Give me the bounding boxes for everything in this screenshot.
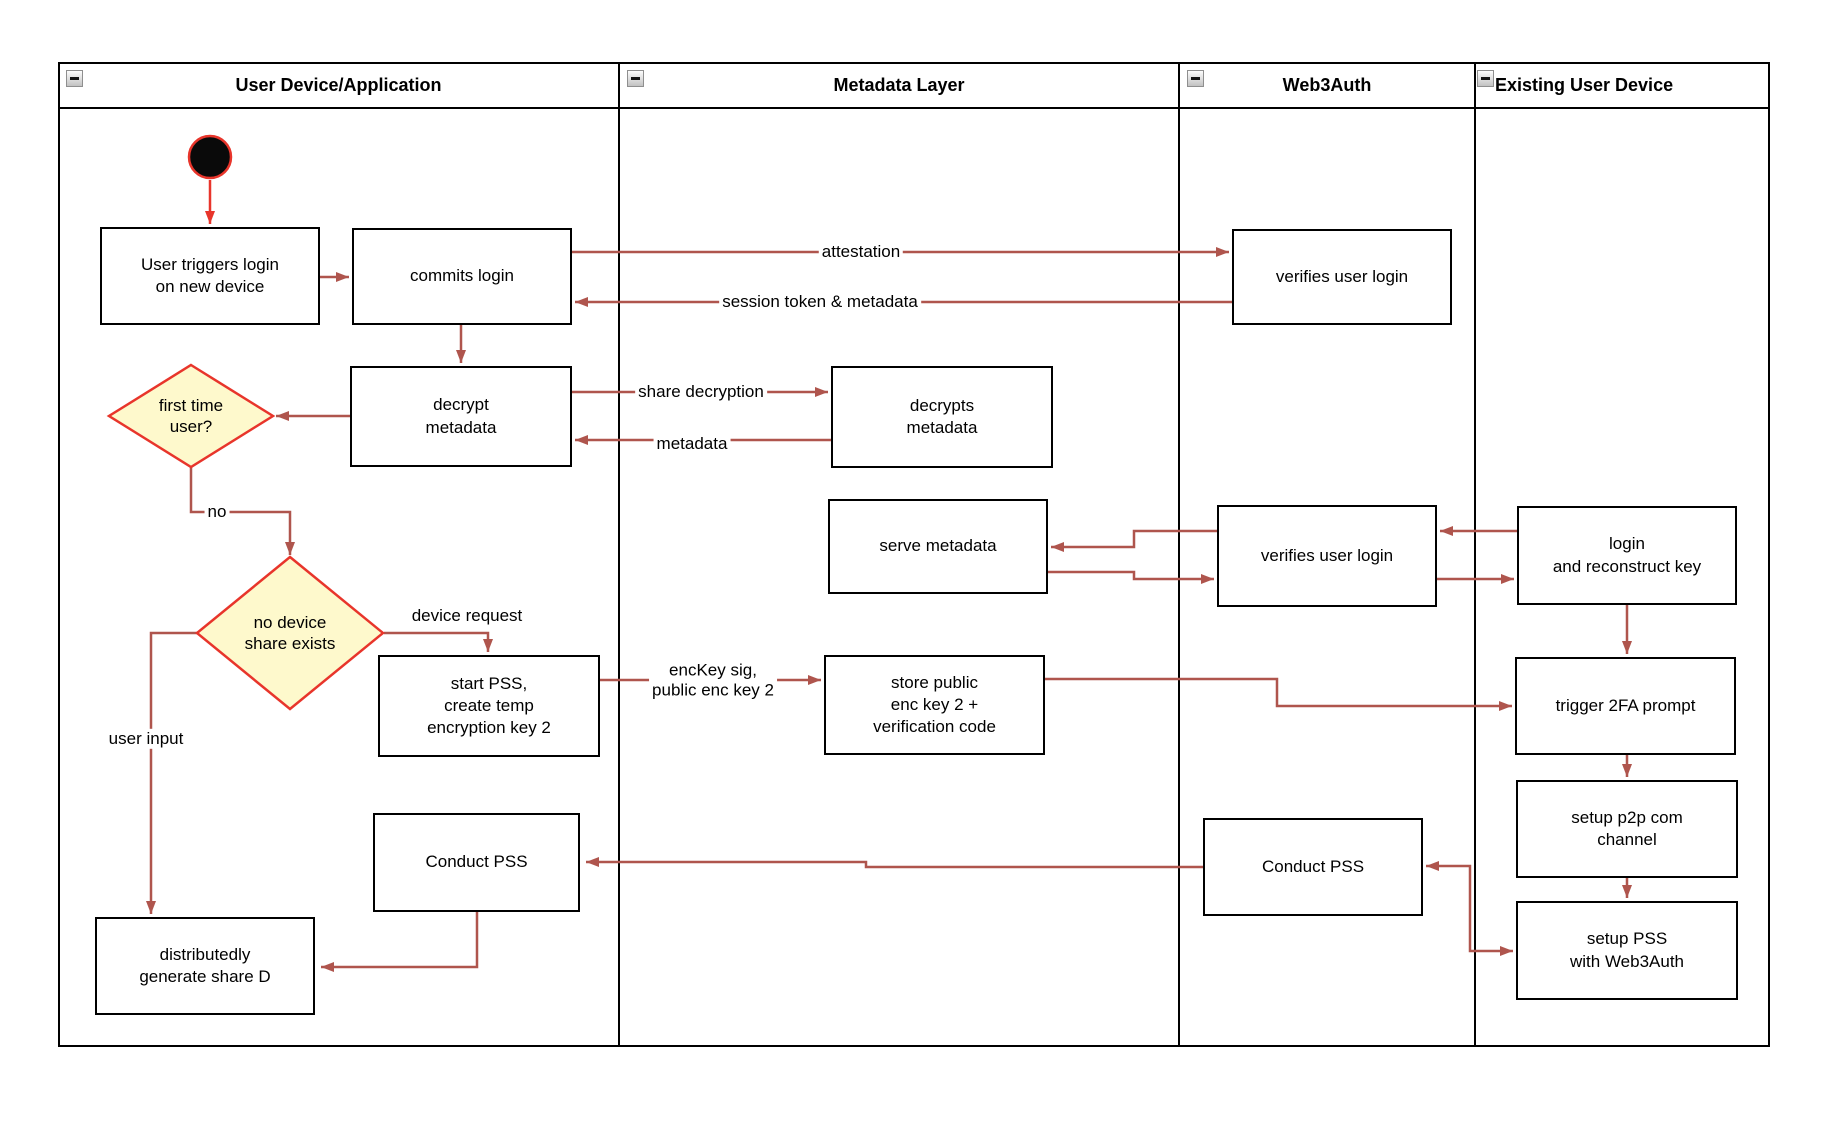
node-login-reconstruct[interactable]: login and reconstruct key <box>1517 506 1737 605</box>
edge-label-user-input: user input <box>105 728 187 750</box>
minus-icon <box>631 77 640 80</box>
node-setup-p2p[interactable]: setup p2p com channel <box>1516 780 1738 878</box>
lane-divider-2 <box>1178 62 1180 1047</box>
lane-header-existing-device[interactable]: Existing User Device <box>1495 75 1674 95</box>
node-commits-login[interactable]: commits login <box>352 228 572 325</box>
header-divider <box>58 107 1770 109</box>
node-verifies-user-login-mid[interactable]: verifies user login <box>1217 505 1437 607</box>
node-decrypts-metadata[interactable]: decrypts metadata <box>831 366 1053 468</box>
collapse-icon[interactable] <box>1477 70 1494 87</box>
collapse-icon[interactable] <box>66 70 83 87</box>
lane-header-web3auth[interactable]: Web3Auth <box>1282 75 1372 95</box>
node-serve-metadata[interactable]: serve metadata <box>828 499 1048 594</box>
node-trigger-2fa[interactable]: trigger 2FA prompt <box>1515 657 1736 755</box>
node-user-triggers-login[interactable]: User triggers login on new device <box>100 227 320 325</box>
collapse-icon[interactable] <box>1187 70 1204 87</box>
node-setup-pss-web3auth[interactable]: setup PSS with Web3Auth <box>1516 901 1738 1000</box>
edge-label-share-decryption: share decryption <box>635 381 767 403</box>
node-conduct-pss-web3auth[interactable]: Conduct PSS <box>1203 818 1423 916</box>
edge-label-device-request: device request <box>408 605 526 627</box>
minus-icon <box>1191 77 1200 80</box>
lane-header-metadata-layer[interactable]: Metadata Layer <box>833 75 965 95</box>
node-store-public-enc[interactable]: store public enc key 2 + verification co… <box>824 655 1045 755</box>
node-decrypt-metadata[interactable]: decrypt metadata <box>350 366 572 467</box>
edge-label-metadata: metadata <box>653 433 731 455</box>
node-distributedly-generate[interactable]: distributedly generate share D <box>95 917 315 1015</box>
collapse-icon[interactable] <box>627 70 644 87</box>
diamond-no-device-share-label: no device share exists <box>244 612 336 653</box>
node-verifies-user-login-top[interactable]: verifies user login <box>1232 229 1452 325</box>
node-conduct-pss-user[interactable]: Conduct PSS <box>373 813 580 912</box>
edge-label-session-token: session token & metadata <box>719 291 921 313</box>
lane-divider-1 <box>618 62 620 1047</box>
edge-label-enckey: encKey sig, public enc key 2 <box>649 660 777 702</box>
pool-frame <box>58 62 1770 1047</box>
lane-divider-3 <box>1474 62 1476 1047</box>
edge-label-no: no <box>204 501 230 523</box>
diamond-first-time-user-label: first time user? <box>158 395 224 436</box>
lane-header-user-device[interactable]: User Device/Application <box>235 75 442 95</box>
minus-icon <box>70 77 79 80</box>
edge-label-attestation: attestation <box>818 241 904 263</box>
minus-icon <box>1481 77 1490 80</box>
node-start-pss[interactable]: start PSS, create temp encryption key 2 <box>378 655 600 757</box>
